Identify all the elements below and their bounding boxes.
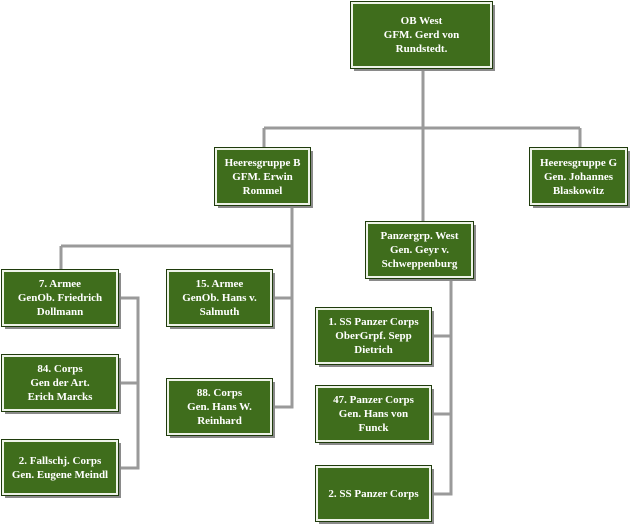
node-84-corps-line-2: Gen der Art. bbox=[30, 377, 90, 389]
node-15-armee-line-1: 15. Armee bbox=[195, 278, 244, 290]
node-15-armee-line-3: Salmuth bbox=[199, 306, 240, 318]
node-7-armee-line-1: 7. Armee bbox=[38, 278, 82, 290]
node-84-corps: 84. Corps Gen der Art. Erich Marcks bbox=[1, 354, 119, 412]
node-panzergruppe-west: Panzergrp. West Gen. Geyr v. Schweppenbu… bbox=[365, 221, 474, 279]
node-7-armee-line-2: GenOb. Friedrich bbox=[17, 292, 103, 304]
node-heeresgruppe-b: Heeresgruppe B GFM. Erwin Rommel bbox=[214, 147, 311, 206]
node-heeresgruppe-b-line-1: Heeresgruppe B bbox=[224, 156, 301, 169]
node-heeresgruppe-g: Heeresgruppe G Gen. Johannes Blaskowitz bbox=[529, 147, 628, 206]
node-1-ss-panzer-corps: 1. SS Panzer Corps OberGrpf. Sepp Dietri… bbox=[315, 307, 432, 365]
node-84-corps-line-3: Erich Marcks bbox=[27, 391, 93, 403]
node-47-panzer-corps: 47. Panzer Corps Gen. Hans von Funck bbox=[315, 385, 432, 443]
node-panzergruppe-west-line-3: Schweppenburg bbox=[381, 258, 458, 270]
node-88-corps: 88. Corps Gen. Hans W. Reinhard bbox=[166, 378, 273, 436]
node-2-fallschj-corps: 2. Fallschj. Corps Gen. Eugene Meindl bbox=[1, 439, 119, 496]
node-heeresgruppe-g-line-1: Heeresgruppe G bbox=[539, 156, 618, 169]
connector-pz-west-corps bbox=[431, 278, 453, 496]
node-ob-west-line-3: Rundstedt. bbox=[395, 43, 448, 55]
node-84-corps-line-1: 84. Corps bbox=[37, 363, 83, 375]
node-1-ss-panzer-corps-line-2: OberGrpf. Sepp bbox=[335, 330, 412, 342]
node-heeresgruppe-g-line-3: Blaskowitz bbox=[552, 184, 605, 197]
node-panzergruppe-west-line-2: Gen. Geyr v. bbox=[389, 244, 450, 256]
node-7-armee: 7. Armee GenOb. Friedrich Dollmann bbox=[1, 269, 119, 327]
connector-to-armee15-88 bbox=[272, 246, 294, 409]
node-heeresgruppe-g-line-2: Gen. Johannes bbox=[543, 170, 614, 183]
node-1-ss-panzer-corps-line-1: 1. SS Panzer Corps bbox=[328, 316, 419, 328]
node-ob-west-line-2: GFM. Gerd von bbox=[383, 29, 460, 41]
node-1-ss-panzer-corps-line-3: Dietrich bbox=[354, 344, 393, 356]
node-88-corps-line-1: 88. Corps bbox=[196, 387, 243, 399]
node-15-armee-line-2: GenOb. Hans v. bbox=[182, 292, 257, 304]
node-ob-west: OB West GFM. Gerd von Rundstedt. bbox=[350, 1, 493, 69]
node-47-panzer-corps-line-2: Gen. Hans von bbox=[338, 408, 409, 420]
node-88-corps-line-2: Gen. Hans W. bbox=[187, 401, 252, 413]
node-47-panzer-corps-line-1: 47. Panzer Corps bbox=[333, 394, 414, 406]
node-2-ss-panzer-corps: 2. SS Panzer Corps bbox=[315, 465, 432, 522]
node-88-corps-line-3: Reinhard bbox=[197, 415, 242, 427]
node-2-fallschj-corps-line-2: Gen. Eugene Meindl bbox=[11, 468, 109, 481]
node-heeresgruppe-b-line-2: GFM. Erwin bbox=[232, 170, 293, 183]
node-panzergruppe-west-line-1: Panzergrp. West bbox=[380, 230, 459, 242]
node-2-fallschj-corps-line-1: 2. Fallschj. Corps bbox=[18, 454, 102, 467]
node-15-armee: 15. Armee GenOb. Hans v. Salmuth bbox=[166, 269, 273, 327]
node-heeresgruppe-b-line-3: Rommel bbox=[242, 184, 283, 197]
node-7-armee-line-3: Dollmann bbox=[36, 306, 84, 318]
node-ob-west-line-1: OB West bbox=[400, 15, 443, 27]
node-2-ss-panzer-corps-line-1: 2. SS Panzer Corps bbox=[328, 487, 419, 500]
node-47-panzer-corps-line-3: Funck bbox=[358, 422, 389, 434]
